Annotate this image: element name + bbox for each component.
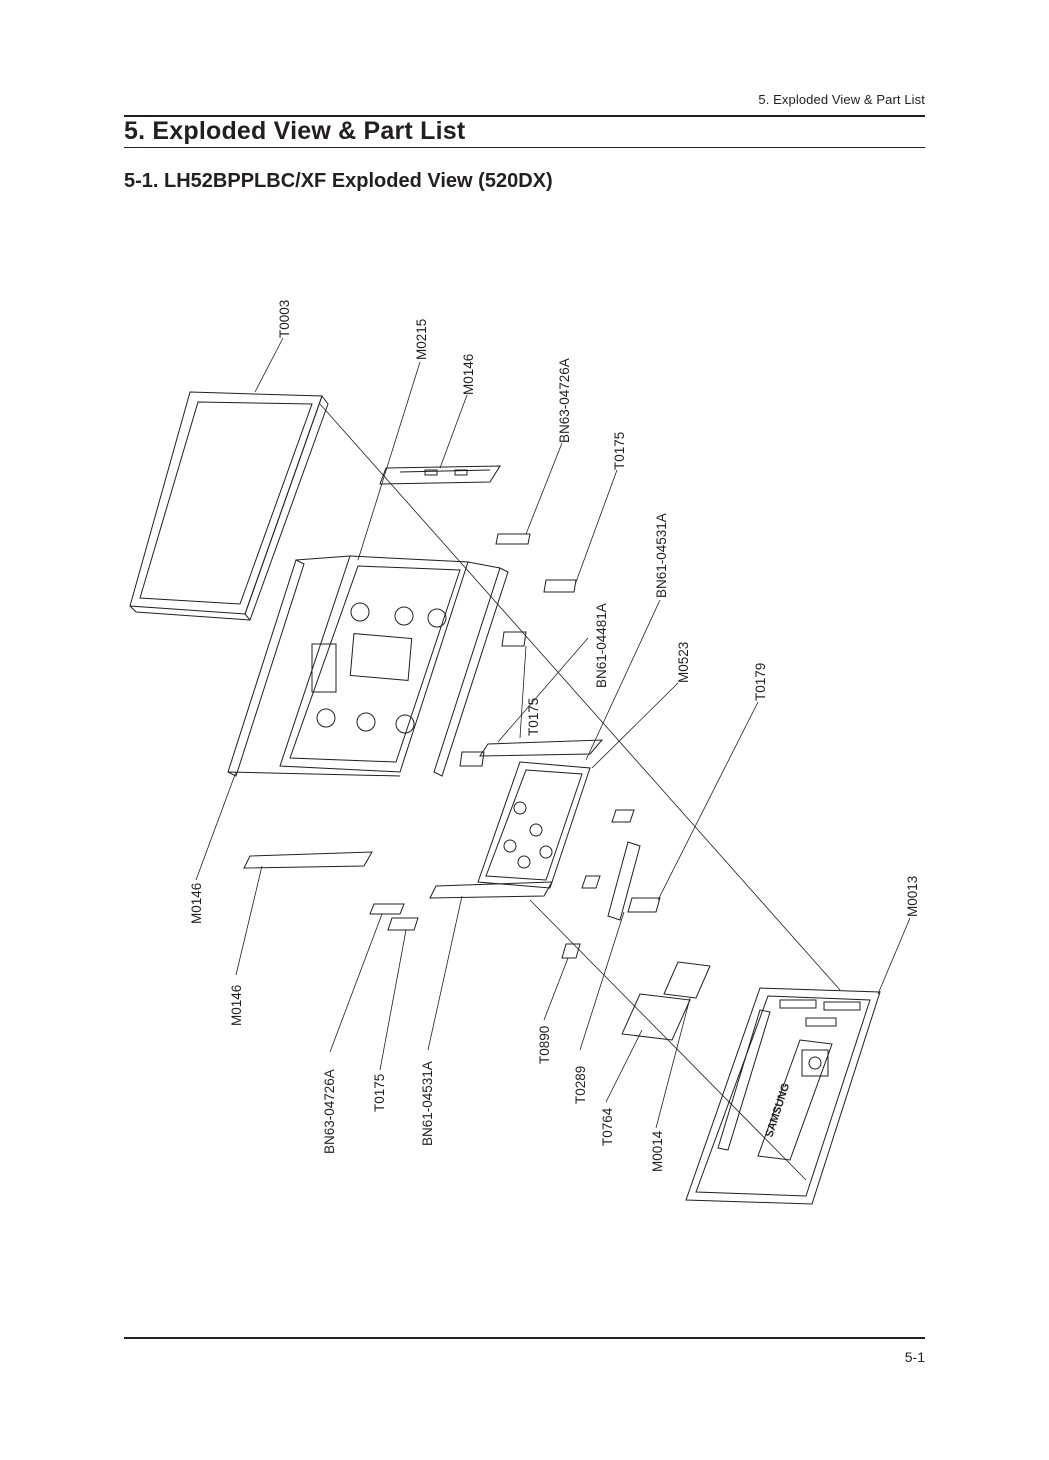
callout-label-bn61-04531a-top: BN61-04531A bbox=[654, 513, 669, 598]
t0175-bottom-part bbox=[387, 917, 419, 931]
right-clip-lower-part bbox=[581, 875, 601, 889]
callout-label-t0175-mid: T0175 bbox=[526, 698, 541, 736]
left-frame-part bbox=[227, 555, 401, 777]
footer-rule bbox=[124, 1337, 925, 1339]
section-title: 5. Exploded View & Part List bbox=[124, 117, 466, 145]
t0175-top-part bbox=[543, 579, 577, 593]
callout-label-m0146-left: M0146 bbox=[189, 883, 204, 924]
callout-label-t0175-bottom: T0175 bbox=[372, 1074, 387, 1112]
side-strip-part bbox=[607, 841, 641, 921]
callout-label-t0175-top: T0175 bbox=[612, 432, 627, 470]
leader-lines bbox=[195, 337, 911, 1181]
callout-label-m0146-lower: M0146 bbox=[229, 985, 244, 1026]
rear-cover-brand-mark: SAMSUNG bbox=[763, 1082, 792, 1139]
t0175-mid-lower-part bbox=[459, 751, 485, 767]
callout-label-t0764: T0764 bbox=[600, 1107, 615, 1146]
callout-label-bn61-04481a: BN61-04481A bbox=[594, 603, 609, 688]
panel-chassis-part bbox=[279, 555, 469, 773]
callout-labels: T0003 M0215 M0146 BN63-04726A T0175 BN61… bbox=[189, 300, 920, 1172]
t0179-bracket-part bbox=[627, 897, 661, 913]
main-board-shield-part bbox=[477, 761, 591, 889]
front-bezel-part bbox=[129, 391, 329, 621]
page-number: 5-1 bbox=[904, 1349, 925, 1365]
sub-board-part bbox=[663, 961, 711, 999]
callout-label-m0215: M0215 bbox=[414, 319, 429, 360]
insulation-sheet-part bbox=[621, 993, 691, 1041]
stand-bar-bottom-part bbox=[429, 881, 553, 899]
rear-cover-part bbox=[685, 987, 881, 1205]
top-bracket-part bbox=[379, 465, 501, 485]
right-frame-part bbox=[433, 561, 509, 777]
callout-label-bn63-04726a-bottom: BN63-04726A bbox=[322, 1069, 337, 1154]
callout-label-bn63-04726a-top: BN63-04726A bbox=[557, 358, 572, 443]
callout-label-m0014: M0014 bbox=[650, 1130, 665, 1172]
small-bracket-bottom-part bbox=[369, 903, 405, 915]
callout-label-t0179: T0179 bbox=[753, 663, 768, 701]
callout-label-m0013: M0013 bbox=[905, 876, 920, 917]
callout-label-m0146-top: M0146 bbox=[461, 354, 476, 395]
callout-label-t0289: T0289 bbox=[573, 1066, 588, 1104]
callout-label-bn61-04531a-bottom: BN61-04531A bbox=[420, 1061, 435, 1146]
small-bracket-top-part bbox=[495, 533, 531, 545]
header-rule bbox=[124, 115, 925, 117]
subsection-title: 5-1. LH52BPPLBC/XF Exploded View (520DX) bbox=[124, 170, 553, 192]
right-clip-part bbox=[611, 809, 635, 823]
t0890-clip-part bbox=[561, 943, 581, 959]
title-rule bbox=[124, 147, 925, 148]
callout-label-t0003: T0003 bbox=[277, 300, 292, 338]
running-header: 5. Exploded View & Part List bbox=[758, 92, 925, 107]
t0175-mid-part bbox=[501, 631, 527, 647]
drawing-parts bbox=[129, 391, 881, 1205]
stand-bar-part bbox=[479, 739, 604, 757]
callout-label-m0523: M0523 bbox=[676, 642, 691, 683]
callout-label-t0890: T0890 bbox=[537, 1026, 552, 1064]
bottom-bracket-part bbox=[243, 851, 373, 869]
